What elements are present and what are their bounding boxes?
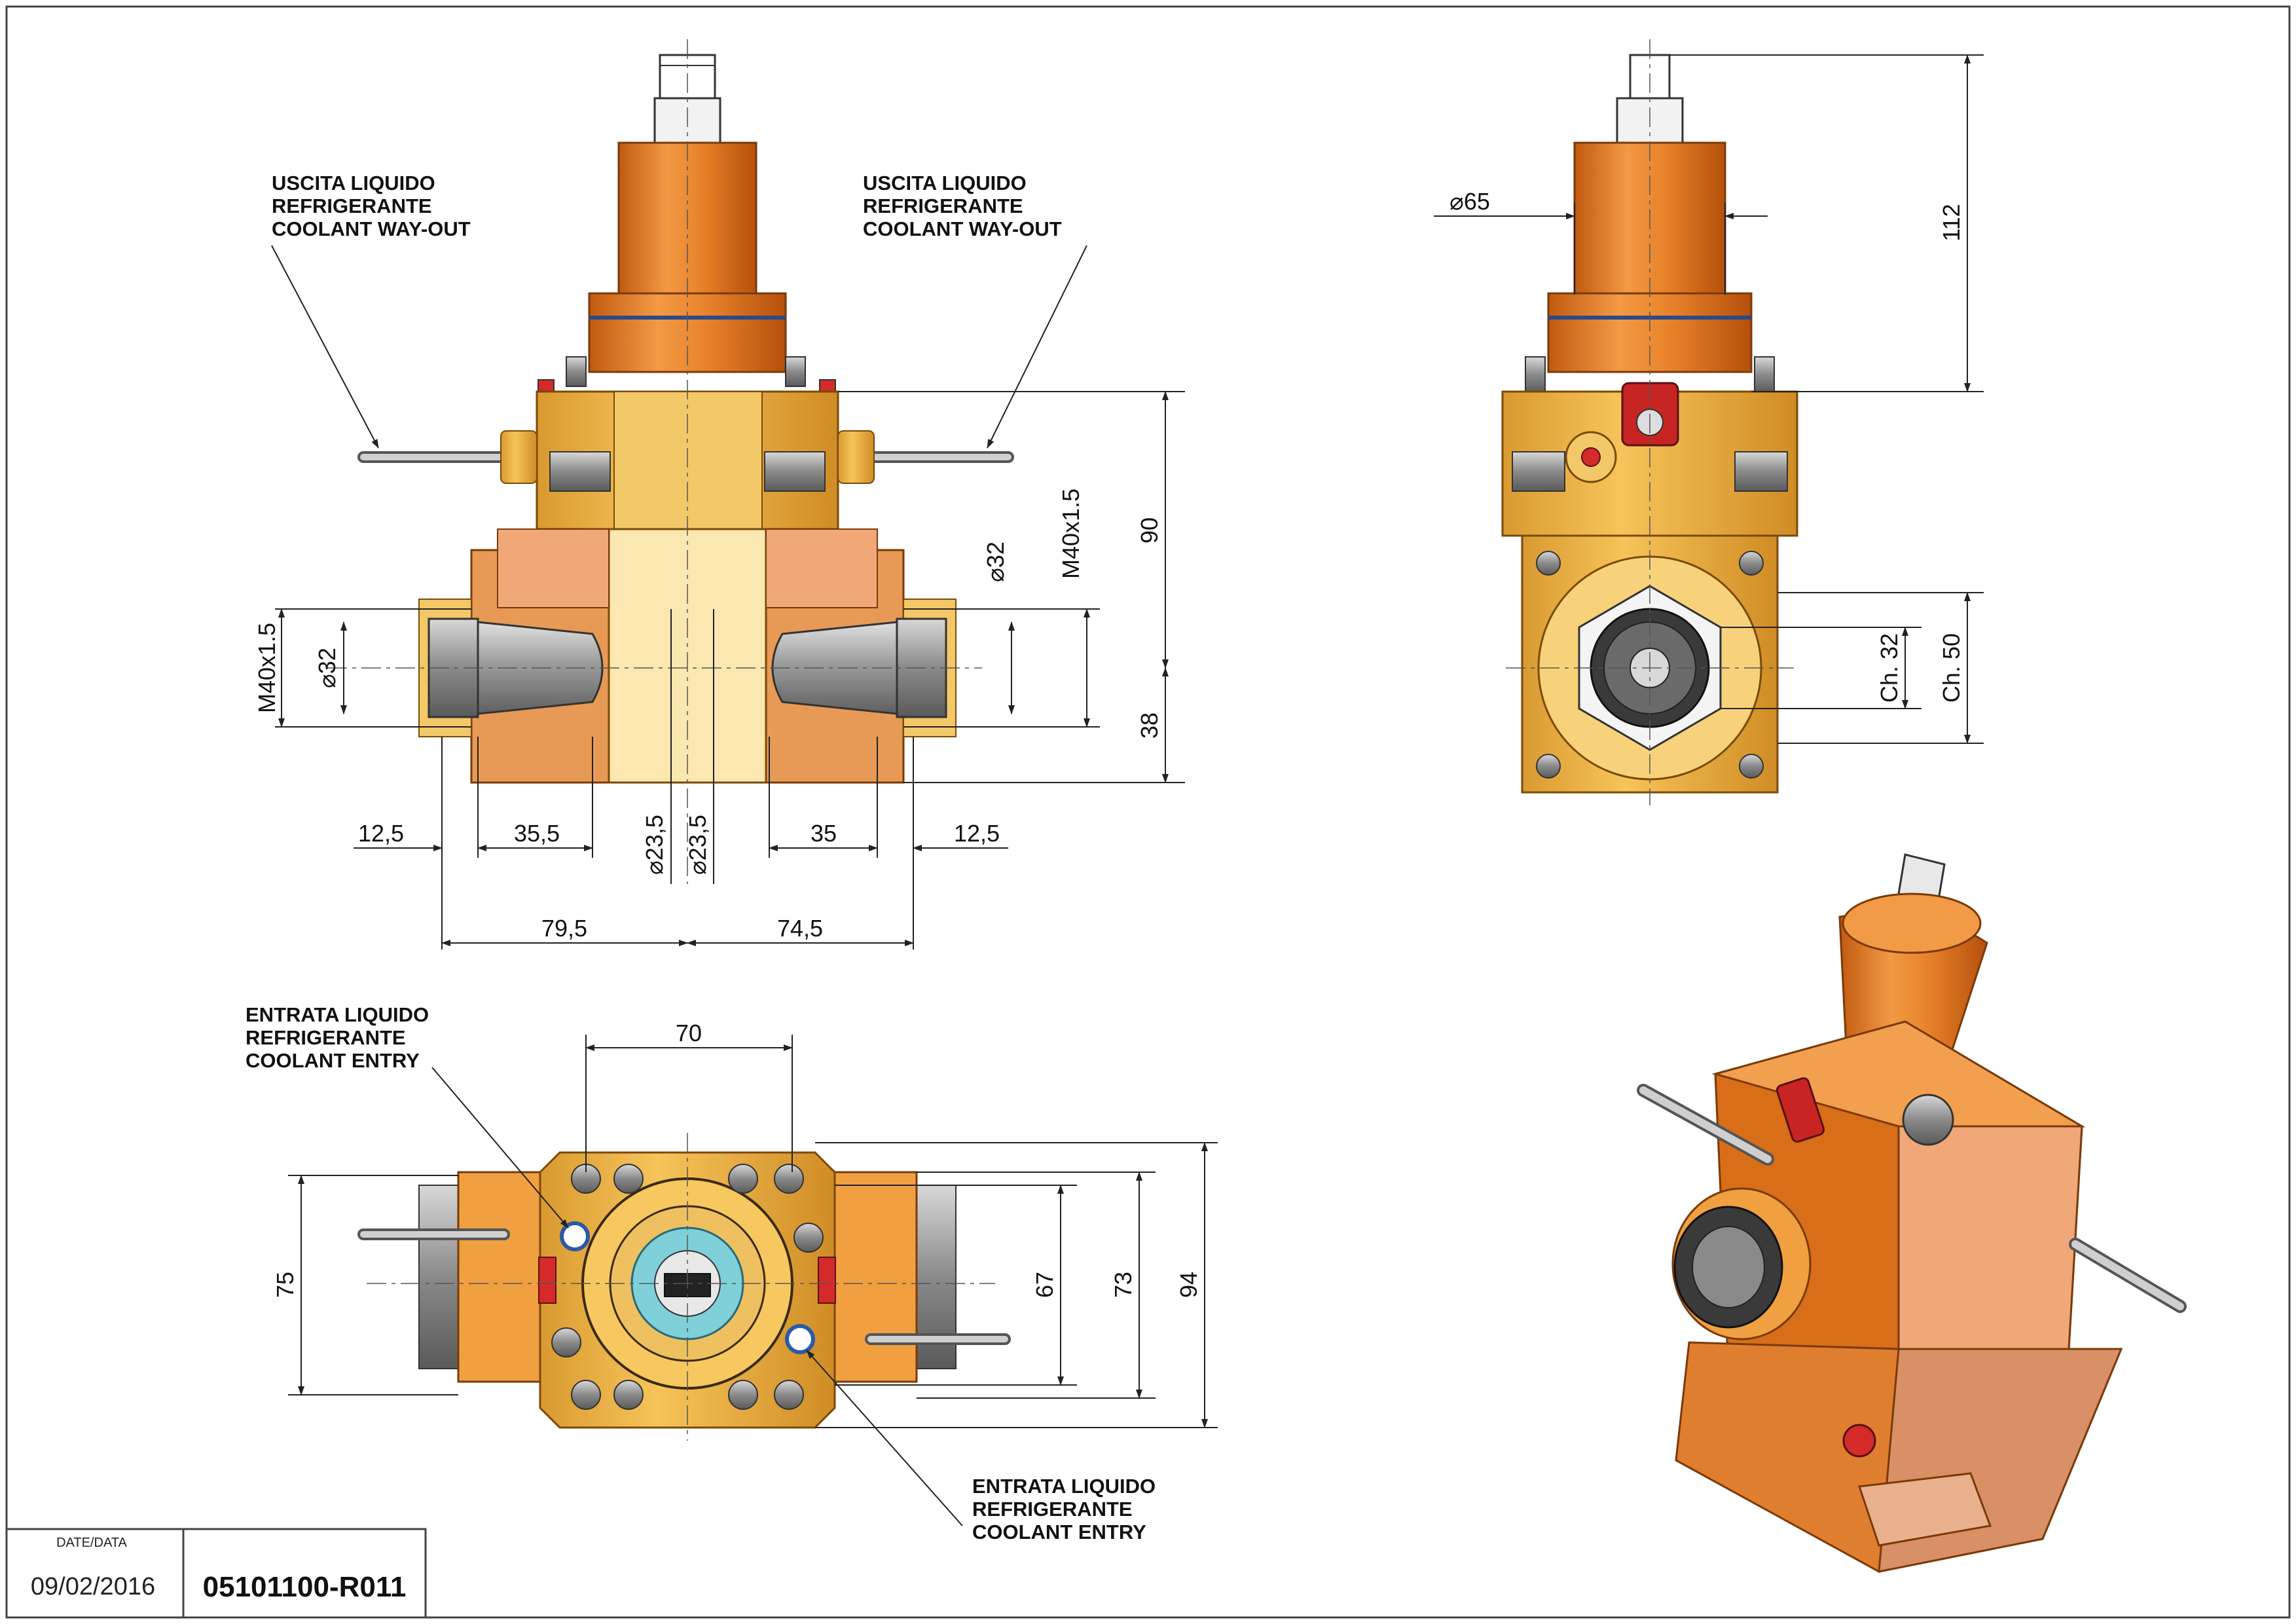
title-block: DATE/DATA 09/02/2016 05101100-R011 — [5, 1528, 427, 1619]
dim-w35-5: 35,5 — [514, 820, 560, 847]
dim-dia32-left: ⌀32 — [314, 648, 340, 688]
dim-dia65: ⌀65 — [1449, 188, 1490, 215]
callout-coolant-out-right: USCITA LIQUIDO REFRIGERANTE COOLANT WAY-… — [863, 172, 1062, 240]
dim-h94: 94 — [1175, 1272, 1202, 1298]
front-dimensions — [275, 391, 1185, 950]
callout-line-1: ENTRATA LIQUIDO — [972, 1475, 1156, 1498]
dim-w79-5: 79,5 — [541, 915, 587, 942]
dim-dia23-5-a: ⌀23,5 — [641, 815, 668, 875]
dim-w74-5: 74,5 — [777, 915, 823, 942]
callout-line-1: USCITA LIQUIDO — [272, 172, 435, 194]
front-view — [327, 39, 1014, 884]
isometric-view — [1637, 853, 2187, 1573]
iso-grease-point — [1842, 1424, 1876, 1458]
callout-line-2: REFRIGERANTE — [863, 194, 1023, 217]
top-view — [357, 1133, 1011, 1441]
dim-h73: 73 — [1110, 1272, 1137, 1298]
callout-coolant-in-bottom: ENTRATA LIQUIDO REFRIGERANTE COOLANT ENT… — [972, 1475, 1156, 1543]
callout-line-2: REFRIGERANTE — [246, 1026, 406, 1049]
coolant-entry-port-top — [560, 1221, 590, 1251]
dim-h38: 38 — [1136, 712, 1163, 739]
callout-line-2: REFRIGERANTE — [272, 194, 432, 217]
callout-coolant-in-top: ENTRATA LIQUIDO REFRIGERANTE COOLANT ENT… — [246, 1003, 429, 1072]
top-dimensions — [288, 1035, 1218, 1428]
callout-line-2: REFRIGERANTE — [972, 1498, 1133, 1521]
dim-m40-left: M40x1.5 — [253, 623, 280, 713]
callout-line-1: USCITA LIQUIDO — [863, 172, 1027, 194]
date-label: DATE/DATA — [56, 1536, 127, 1550]
coolant-entry-port-bottom — [785, 1324, 815, 1354]
callout-line-3: COOLANT WAY-OUT — [272, 217, 471, 240]
sheet-border — [5, 5, 2291, 1619]
dim-h90: 90 — [1136, 517, 1163, 544]
dim-m40-right: M40x1.5 — [1057, 489, 1084, 579]
side-view — [1501, 39, 1798, 805]
drawing-date: 09/02/2016 — [31, 1573, 155, 1600]
dim-dia32-right: ⌀32 — [982, 542, 1009, 582]
callout-line-3: COOLANT WAY-OUT — [863, 217, 1062, 240]
dim-dia23-5-b: ⌀23,5 — [684, 815, 711, 875]
dim-ch50: Ch. 50 — [1938, 633, 1965, 703]
dim-w12-5-left: 12,5 — [358, 820, 404, 847]
callout-coolant-out-left: USCITA LIQUIDO REFRIGERANTE COOLANT WAY-… — [272, 172, 471, 240]
side-dimensions — [1434, 54, 1984, 744]
drawing-code: 05101100-R011 — [203, 1571, 407, 1603]
dim-w35: 35 — [811, 820, 837, 847]
callout-line-1: ENTRATA LIQUIDO — [246, 1003, 429, 1026]
dim-h75: 75 — [272, 1272, 299, 1298]
callout-line-3: COOLANT ENTRY — [972, 1521, 1146, 1543]
dim-w12-5-right: 12,5 — [954, 820, 1000, 847]
dim-h112: 112 — [1938, 204, 1965, 241]
callout-line-3: COOLANT ENTRY — [246, 1049, 420, 1072]
dim-ch32: Ch. 32 — [1876, 633, 1903, 703]
dim-w70: 70 — [676, 1020, 702, 1046]
dim-h67: 67 — [1031, 1272, 1058, 1298]
collet-cone-right — [771, 621, 898, 715]
